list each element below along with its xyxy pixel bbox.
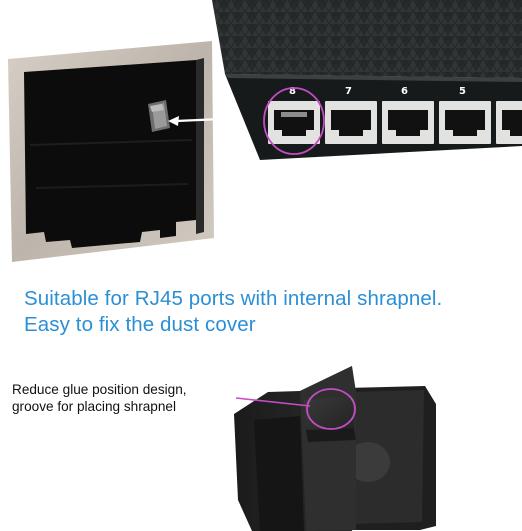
internal-shrapnel — [148, 100, 170, 132]
port-label-5: 5 — [459, 86, 466, 97]
rj45-port-8 — [268, 101, 320, 144]
shrapnel-groove — [304, 396, 354, 430]
caption-line-2: Easy to fix the dust cover — [24, 313, 256, 336]
port-label-8: 8 — [289, 86, 296, 97]
callout-line-2: groove for placing shrapnel — [12, 399, 176, 414]
switch-top-surface — [212, 0, 522, 78]
cover-recess — [346, 442, 390, 482]
rj45-port-7 — [325, 101, 377, 144]
groove-highlight-circle — [306, 388, 356, 430]
rj45-port-5 — [439, 101, 491, 144]
port-closeup — [8, 41, 223, 262]
callout-pointer-line — [235, 397, 311, 407]
network-switch: 8 7 6 5 — [212, 0, 522, 160]
pointer-arrow — [168, 116, 223, 126]
rj45-port-6 — [382, 101, 434, 144]
callout-text: Reduce glue position design, groove for … — [12, 381, 252, 415]
callout-line-1: Reduce glue position design, — [12, 382, 187, 397]
caption-line-1: Suitable for RJ45 ports with internal sh… — [24, 287, 443, 310]
dust-cover — [234, 366, 436, 531]
port-label-7: 7 — [345, 86, 352, 97]
caption: Suitable for RJ45 ports with internal sh… — [24, 286, 514, 338]
port-label-6: 6 — [401, 86, 408, 97]
rj45-port-4 — [496, 101, 522, 144]
port-highlight-circle — [263, 87, 325, 155]
port-opening — [24, 60, 196, 248]
